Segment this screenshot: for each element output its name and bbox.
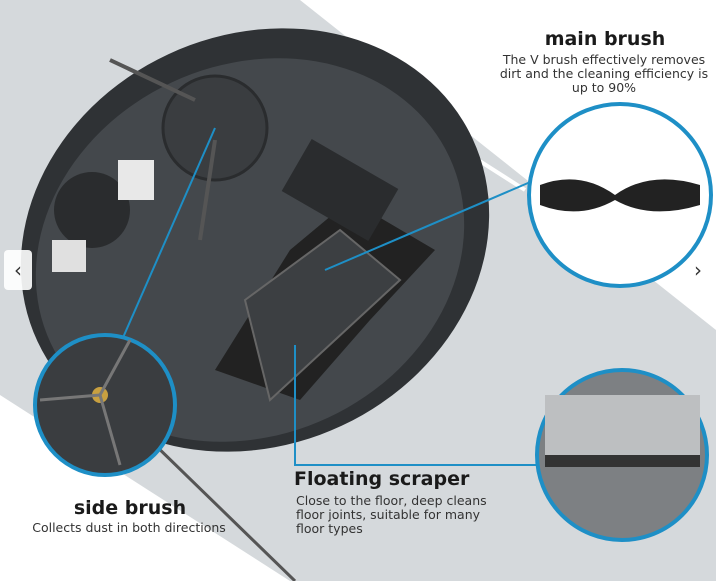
main-brush-description: The V brush effectively removes dirt and… [499,52,709,95]
previous-image-button[interactable]: ‹ [4,250,32,290]
next-image-button[interactable]: › [684,250,712,290]
scraper-description: Close to the floor, deep cleans floor jo… [296,493,487,536]
side-brush-description: Collects dust in both directions [32,520,226,535]
main-brush-closeup [527,102,713,288]
side-brush-title: side brush [73,497,187,519]
side-brush-closeup [33,333,177,477]
chevron-right-icon: › [694,258,702,282]
chevron-left-icon: ‹ [14,258,22,282]
scraper-title: Floating scraper [294,468,470,490]
main-brush-title: main brush [544,28,666,50]
scraper-closeup [535,368,709,542]
